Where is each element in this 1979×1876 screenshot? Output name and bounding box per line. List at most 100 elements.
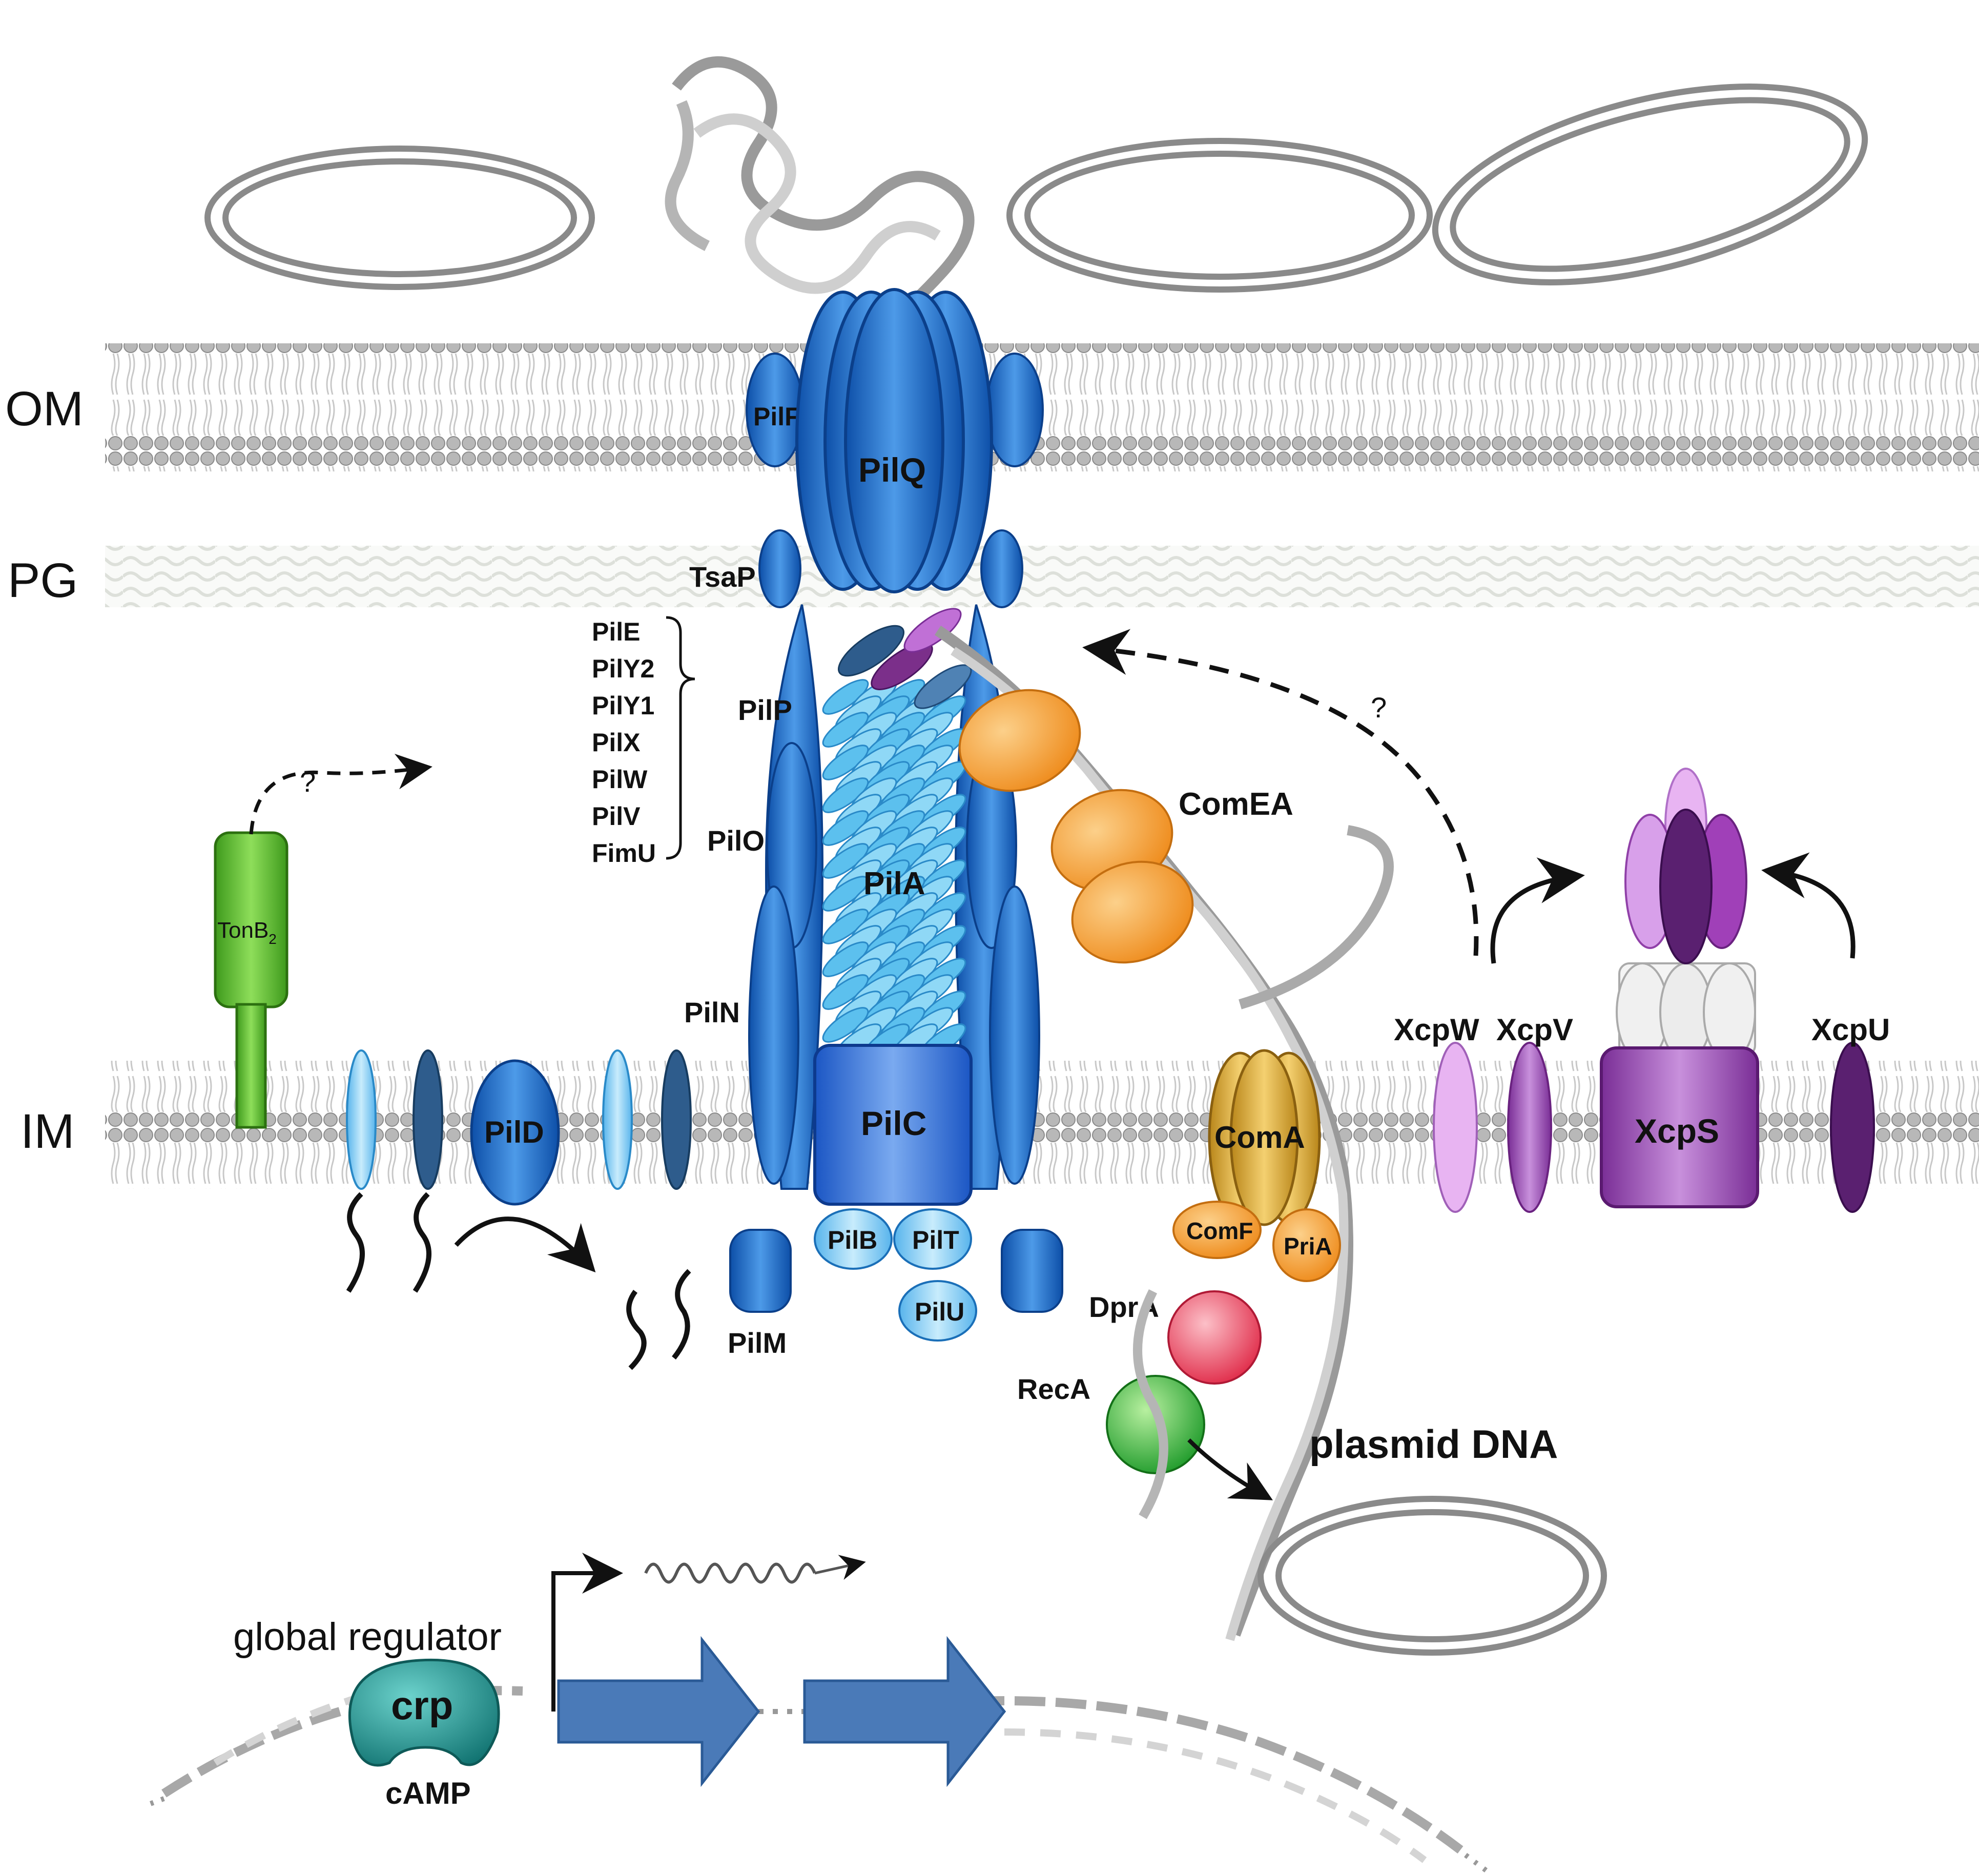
tsap-left [758,529,801,608]
mrna-transcript [644,1562,816,1584]
pilm-label: PilM [728,1327,787,1359]
tonb2-protein [214,831,288,1129]
minor-pilin-tip [837,608,972,709]
crp-protein [348,1658,500,1767]
xcps-protein [1600,1046,1759,1208]
pila-subunit [822,941,869,977]
xcpu-assembly-arrow [1761,852,1856,959]
plasmid-ring-2 [1006,138,1433,293]
pilmnop-left [729,604,824,1313]
minor-pilin-pilx: PilX [592,728,640,757]
crp-label: crp [391,1683,453,1728]
minor-pilin-pily2: PilY2 [592,654,654,683]
pilb-protein [814,1208,893,1270]
pila-subunit [822,909,869,944]
comf-protein [1172,1201,1262,1259]
cleaved-leader-1 [626,1290,647,1370]
xcpu-protein [1830,1042,1875,1213]
pila-subunit [822,712,869,748]
reca-arrow [1187,1438,1273,1500]
plasmid-dna-label: plasmid DNA [1309,1421,1558,1467]
pila-label: PilA [863,866,925,901]
prepilin-left-2 [413,1049,443,1293]
camp-label: cAMP [385,1776,471,1810]
plasmid-ring-1 [204,146,595,290]
om-label: OM [5,382,84,436]
pild-label: PilD [484,1115,544,1149]
pila-subunit [822,679,869,715]
transcript-arrow [814,1555,866,1580]
xcp-pseudopilus [1616,768,1756,1062]
pilu-protein [898,1280,977,1342]
tsap-right [980,529,1023,608]
xcpw-protein [1433,1042,1478,1213]
pilf-label: PilF [753,402,800,431]
pila-subunit [822,810,869,846]
pg-label: PG [8,553,78,608]
pila-subunit [822,745,869,780]
comea-label: ComEA [1179,787,1293,822]
xcpw-label: XcpW [1394,1013,1479,1047]
coma-label: ComA [1214,1120,1305,1155]
xcpv-label: XcpV [1496,1013,1573,1047]
promoter-arrow [551,1553,623,1712]
minor-pilin-pilw: PilW [592,765,648,794]
pilt-label: PilT [912,1226,959,1254]
pilc-protein [813,1044,973,1206]
im-label: IM [20,1104,75,1159]
xcpv-assembly-arrow [1490,857,1585,964]
pilt-protein [893,1208,972,1270]
minor-pilin-fimu: FimU [592,839,656,868]
reca-protein [1106,1375,1205,1474]
peptidoglycan-layer [105,546,1979,607]
secretion-dashed-arrow [1082,629,1479,956]
xcps-label: XcpS [1635,1112,1719,1150]
incoming-dna [665,56,975,364]
minor-pilin-list: PilE PilY2 PilY1 PilX PilW PilV FimU [592,616,695,868]
minor-pilin-pile: PilE [592,617,640,646]
prepilin-left-1 [346,1049,377,1293]
pila-subunit [822,843,869,879]
pila-subunit [822,974,869,1010]
minor-pilin-pilv: PilV [592,802,641,831]
minor-pilin-brace [666,616,695,860]
pilc-label: PilC [861,1104,926,1142]
pilq-secretin [795,288,993,593]
gene-arrow-2 [803,1636,1006,1787]
pilp-label: PilP [738,694,792,726]
coma-protein [1208,1049,1321,1226]
pila-subunit [822,1007,869,1043]
comea-protein [958,689,1194,964]
xcpv-protein [1507,1042,1552,1213]
tonb-arrow [249,753,432,835]
global-regulator-label: global regulator [233,1615,502,1659]
tsap-label: TsaP [689,561,756,593]
dpra-protein [1167,1290,1262,1385]
pild-processing-arrow [454,1217,596,1273]
pila-subunit [822,777,869,813]
tonb-question: ? [300,766,316,798]
cleaved-leader-2 [672,1269,691,1360]
plasmid-dna-ring [1258,1496,1607,1656]
xcpu-label: XcpU [1811,1013,1890,1047]
pilb-label: PilB [828,1226,877,1254]
dna-exit-strand [1133,1289,1168,1519]
minor-pilin-pily1: PilY1 [592,691,654,720]
plasmid-ring-3 [1432,84,1868,285]
pilq-label: PilQ [858,451,926,489]
pila-subunit [822,876,869,912]
pilu-label: PilU [915,1297,964,1326]
pria-protein [1272,1208,1341,1282]
tonb-label: TonB2 [217,918,277,947]
reca-label: RecA [1017,1373,1090,1405]
piln-label: PilN [684,996,740,1028]
pila-filament [822,679,966,1059]
prepilin-right-2 [661,1049,692,1190]
pria-label: PriA [1284,1233,1332,1260]
prepilin-right-1 [602,1049,633,1190]
pilo-label: PilO [707,824,765,857]
pilf-right [985,353,1044,467]
secretion-question: ? [1371,691,1387,724]
gene-arrow-1 [557,1636,760,1787]
